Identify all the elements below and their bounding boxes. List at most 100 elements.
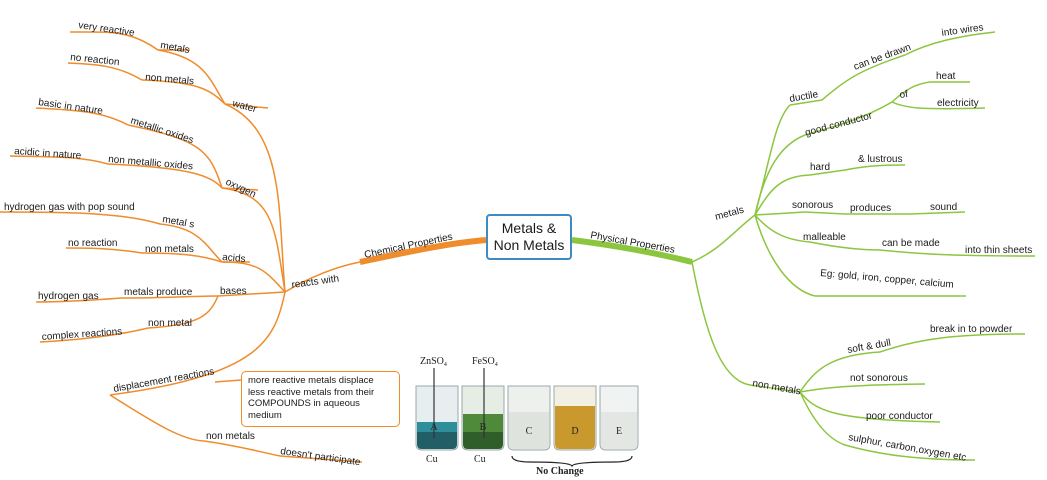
phys-examples-label: Eg: gold, iron, copper, calcium: [820, 268, 954, 291]
no-change-brace: [511, 455, 633, 468]
no-change-label: No Change: [536, 466, 584, 477]
znso4-label: ZnSO4: [420, 356, 447, 368]
edge-nonmetallic-oxides: [107, 163, 223, 189]
acids-nonmetals-label: non metals: [145, 244, 194, 255]
nonmetallic-oxides-label: non metallic oxides: [108, 154, 194, 172]
underline-oxygen: [221, 187, 259, 191]
beaker-b: [461, 368, 505, 451]
lustrous-label: & lustrous: [858, 154, 902, 165]
edge-sound: [909, 211, 966, 215]
cu-label-2: Cu: [474, 454, 486, 465]
beaker-label-a: A: [430, 422, 438, 433]
edge-can-be-made: [809, 241, 881, 251]
edge-np-examples: [799, 391, 976, 461]
edge-poor-conductor: [799, 391, 941, 423]
beaker-c: [507, 385, 551, 451]
edge-hydrogen-gas: [35, 297, 123, 303]
oxygen-label: oxygen: [224, 177, 258, 201]
edge-complex: [39, 327, 149, 343]
beaker-d: [553, 385, 597, 451]
edge-oxygen: [221, 187, 286, 293]
water-metals-label: metals: [159, 40, 190, 56]
hydrogen-gas-label: hydrogen gas: [38, 291, 99, 302]
edge-non-metal: [147, 295, 219, 329]
edge-reacts-with: [284, 261, 361, 293]
edge-water-nonmetals: [141, 79, 226, 105]
produces-label: produces: [850, 203, 891, 214]
edge-of: [891, 81, 931, 103]
hard-label: hard: [810, 162, 830, 173]
water-nonmetals-label: non metals: [145, 72, 195, 87]
chemical-branches: [0, 31, 487, 463]
edge-displacement: [109, 291, 286, 396]
edge-ductile: [754, 104, 791, 216]
edge-good-conductor: [754, 134, 806, 216]
center-line-1: Metals &: [501, 220, 557, 236]
bases-label: bases: [220, 286, 247, 297]
edge-disp-nonmetals: [109, 394, 205, 442]
edge-no-reaction-1: [67, 62, 143, 81]
beaker-illustration: ZnSO4 FeSO4 A B C D E Cu Cu No Change: [415, 356, 639, 477]
center-line-2: Non Metals: [493, 237, 565, 253]
no-reaction-label-2: no reaction: [68, 238, 117, 249]
complex-label: complex reactions: [41, 326, 122, 343]
edge-examples: [754, 214, 816, 297]
edge-can-be-drawn: [821, 54, 906, 101]
edge-good-conductor-ul: [804, 101, 893, 136]
displacement-label: displacement reactions: [113, 366, 216, 395]
basic-label: basic in nature: [38, 97, 104, 117]
edge-hard: [754, 174, 811, 216]
cu-label-1: Cu: [426, 454, 438, 465]
edge-basic: [35, 107, 129, 126]
can-be-made-label: can be made: [882, 238, 940, 249]
thin-sheets-label: into thin sheets: [965, 245, 1032, 256]
np-examples-label: sulphur, carbon,oxygen etc: [847, 432, 967, 464]
edge-doesnt: [203, 440, 281, 457]
edge-very-reactive: [69, 31, 159, 51]
center-node[interactable]: Metals & Non Metals: [486, 214, 572, 260]
beaker-label-e: E: [616, 426, 622, 437]
edge-acids-nonmetals: [141, 252, 223, 263]
edge-water: [224, 103, 286, 293]
very-reactive-label: very reactive: [78, 20, 136, 39]
poor-conductor-label: poor conductor: [866, 411, 933, 422]
beaker-e: [599, 385, 639, 451]
good-conductor-label: good conductor: [804, 110, 874, 139]
physical-branches: [571, 31, 1036, 461]
acids-label: acids: [222, 252, 246, 265]
edge-electricity: [891, 101, 986, 110]
metals-produce-label: metals produce: [124, 287, 193, 298]
displacement-note: more reactive metals displace less react…: [241, 371, 400, 427]
edge-note: [214, 379, 242, 383]
edge-metals: [691, 214, 756, 263]
heat-label: heat: [936, 71, 956, 82]
non-metal-label: non metal: [148, 318, 192, 329]
doesnt-label: doesn't participate: [280, 446, 362, 468]
edge-sonorous: [754, 211, 806, 216]
electricity-label: electricity: [937, 98, 979, 109]
edge-no-reaction-2: [65, 247, 143, 254]
acidic-label: acidic in nature: [14, 146, 82, 162]
edge-acids-metals: [159, 223, 223, 263]
edge-water-metals: [157, 49, 226, 105]
metallic-oxides-label: metallic oxides: [129, 115, 195, 146]
pop-sound-label: hydrogen gas with pop sound: [4, 202, 135, 213]
beaker-label-b: B: [480, 422, 487, 433]
feso4-label: FeSO4: [472, 356, 498, 368]
phys-metals-label: metals: [714, 205, 745, 223]
nonmetals-label: non metals: [751, 378, 801, 397]
underline-non-metals: [749, 384, 801, 393]
edge-powder: [879, 333, 1026, 353]
sonorous-label: sonorous: [792, 200, 833, 211]
edge-malleable: [754, 214, 811, 243]
beaker-label-c: C: [526, 426, 533, 437]
edge-not-sonorous: [799, 383, 926, 393]
malleable-label: malleable: [803, 232, 846, 243]
beaker-a: [415, 368, 459, 451]
of-label: of: [899, 89, 909, 101]
ductile-label: ductile: [789, 89, 820, 105]
beaker-label-d: D: [571, 426, 578, 437]
can-be-drawn-label: can be drawn: [852, 42, 912, 73]
underline-water: [224, 103, 269, 109]
disp-nonmetals-label: non metals: [206, 431, 255, 442]
